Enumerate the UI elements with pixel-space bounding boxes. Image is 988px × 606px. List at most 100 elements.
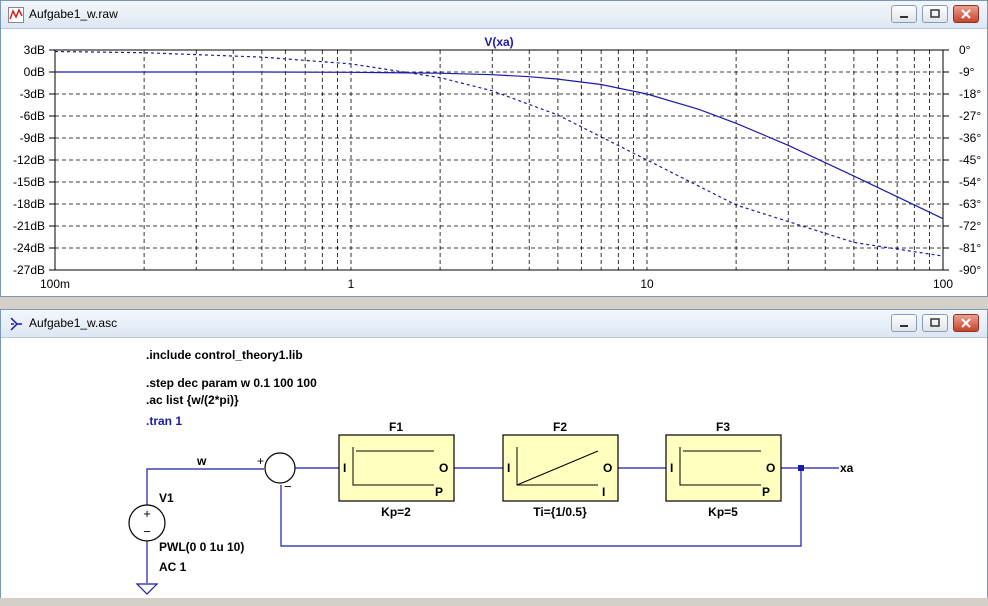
right-tick-label: -90° — [959, 263, 981, 277]
ground-icon — [135, 583, 159, 595]
source-minus: − — [143, 524, 151, 539]
plot-window-titlebar[interactable]: Aufgabe1_w.raw — [1, 1, 987, 29]
block-f3[interactable]: F3 I O P Kp=5 — [665, 420, 782, 519]
block-f1-param: Kp=2 — [381, 505, 411, 519]
schematic-canvas[interactable]: .include control_theory1.lib .step dec p… — [1, 339, 987, 598]
schematic: .include control_theory1.lib .step dec p… — [128, 348, 854, 595]
right-tick-label: 0° — [959, 43, 971, 57]
close-icon — [961, 318, 971, 328]
right-axis-ticks: 0° -9° -18° -27° -36° -45° -54° -63° -72° -81° -90… — [943, 43, 981, 277]
block-f2-param: Ti={1/0.5} — [533, 505, 587, 519]
left-tick-label: -15dB — [13, 175, 45, 189]
source-plus: + — [143, 506, 151, 521]
x-tick-label: 100m — [40, 277, 70, 291]
left-tick-label: -18dB — [13, 197, 45, 211]
trace-label[interactable]: V(xa) — [484, 35, 513, 49]
block-f1-name: F1 — [389, 420, 403, 434]
schematic-icon — [10, 317, 22, 331]
left-tick-label: -6dB — [20, 109, 45, 123]
left-tick-label: -27dB — [13, 263, 45, 277]
close-button[interactable] — [953, 5, 979, 23]
minimize-button[interactable] — [891, 314, 917, 332]
summing-junction[interactable] — [264, 452, 296, 484]
left-tick-label: -3dB — [20, 87, 45, 101]
block-f1-type: P — [435, 485, 443, 499]
close-icon — [961, 9, 971, 19]
right-tick-label: -54° — [959, 175, 981, 189]
block-f3-name: F3 — [716, 420, 730, 434]
block-f2-ramp — [516, 450, 599, 486]
directive-tran[interactable]: .tran 1 — [146, 414, 182, 428]
block-f1-in: I — [343, 461, 346, 475]
sum-plus-sign: + — [257, 454, 264, 468]
net-label-xa[interactable]: xa — [840, 461, 854, 475]
plot-series — [54, 50, 944, 257]
block-f2[interactable]: F2 I O I Ti={1/0.5} — [502, 420, 619, 519]
schematic-window: Aufgabe1_w.asc .include control_theory1.… — [0, 309, 988, 599]
block-f3-out: O — [766, 461, 775, 475]
left-axis-ticks: 3dB 0dB -3dB -6dB -9dB -12dB -15dB -18dB -21dB -2… — [13, 43, 55, 277]
block-f1-step-icon — [352, 447, 434, 486]
restore-icon — [930, 9, 940, 18]
left-tick-label: 3dB — [24, 43, 45, 57]
minimize-icon — [900, 16, 908, 18]
minimize-icon — [900, 325, 908, 327]
close-button[interactable] — [953, 314, 979, 332]
minimize-button[interactable] — [891, 5, 917, 23]
block-f1-out: O — [439, 461, 448, 475]
plot-window: Aufgabe1_w.raw V(xa) 3dB 0dB -3dB -6dB -9dB -… — [0, 0, 988, 297]
right-tick-label: -27° — [959, 109, 981, 123]
bode-plot: V(xa) 3dB 0dB -3dB -6dB -9dB -12dB -15dB -18dB -… — [13, 35, 981, 291]
x-tick-label: 1 — [348, 277, 355, 291]
block-f3-param: Kp=5 — [708, 505, 738, 519]
block-f3-in: I — [670, 461, 673, 475]
x-axis-ticks: 100m 1 10 100 — [40, 277, 953, 291]
plot-window-title: Aufgabe1_w.raw — [29, 7, 118, 21]
voltage-source-v1[interactable]: + − V1 PWL(0 0 1u 10) AC 1 — [128, 491, 244, 574]
left-tick-label: -24dB — [13, 241, 45, 255]
block-f2-name: F2 — [553, 420, 567, 434]
restore-icon — [930, 318, 940, 327]
left-tick-label: -9dB — [20, 131, 45, 145]
block-f3-type: P — [762, 485, 770, 499]
right-tick-label: -63° — [959, 197, 981, 211]
source-value: PWL(0 0 1u 10) — [159, 540, 244, 554]
schematic-window-title: Aufgabe1_w.asc — [29, 316, 118, 330]
phase-trace[interactable] — [54, 50, 944, 257]
right-tick-label: -9° — [959, 65, 975, 79]
plot-area[interactable]: V(xa) 3dB 0dB -3dB -6dB -9dB -12dB -15dB -18dB -… — [1, 30, 987, 296]
block-f2-type: I — [602, 485, 605, 499]
right-tick-label: -72° — [959, 219, 981, 233]
left-tick-label: -12dB — [13, 153, 45, 167]
right-tick-label: -45° — [959, 153, 981, 167]
junction-dot — [798, 465, 804, 471]
directive-include[interactable]: .include control_theory1.lib — [146, 348, 303, 362]
bottom-edge — [0, 598, 988, 606]
x-tick-label: 100 — [933, 277, 953, 291]
right-tick-label: -36° — [959, 131, 981, 145]
window-gap — [0, 297, 988, 309]
schematic-window-titlebar[interactable]: Aufgabe1_w.asc — [1, 310, 987, 338]
directive-step[interactable]: .step dec param w 0.1 100 100 — [146, 376, 317, 390]
source-name: V1 — [159, 491, 174, 505]
directive-ac[interactable]: .ac list {w/(2*pi)} — [146, 393, 239, 407]
block-f1[interactable]: F1 I O P Kp=2 — [338, 420, 455, 519]
wire-feedback[interactable] — [280, 468, 802, 547]
x-tick-label: 10 — [640, 277, 654, 291]
right-tick-label: -81° — [959, 241, 981, 255]
block-f2-in: I — [507, 461, 510, 475]
left-tick-label: -21dB — [13, 219, 45, 233]
maximize-button[interactable] — [922, 314, 948, 332]
left-tick-label: 0dB — [24, 65, 45, 79]
plot-grid — [54, 49, 944, 271]
net-label-w[interactable]: w — [196, 454, 207, 468]
right-tick-label: -18° — [959, 87, 981, 101]
sum-minus-sign: − — [284, 479, 292, 494]
wire-w[interactable] — [146, 468, 264, 506]
source-ac: AC 1 — [159, 560, 187, 574]
waveform-icon — [8, 7, 24, 23]
block-f2-out: O — [603, 461, 612, 475]
maximize-button[interactable] — [922, 5, 948, 23]
wires — [146, 467, 839, 583]
magnitude-trace[interactable] — [55, 71, 944, 220]
